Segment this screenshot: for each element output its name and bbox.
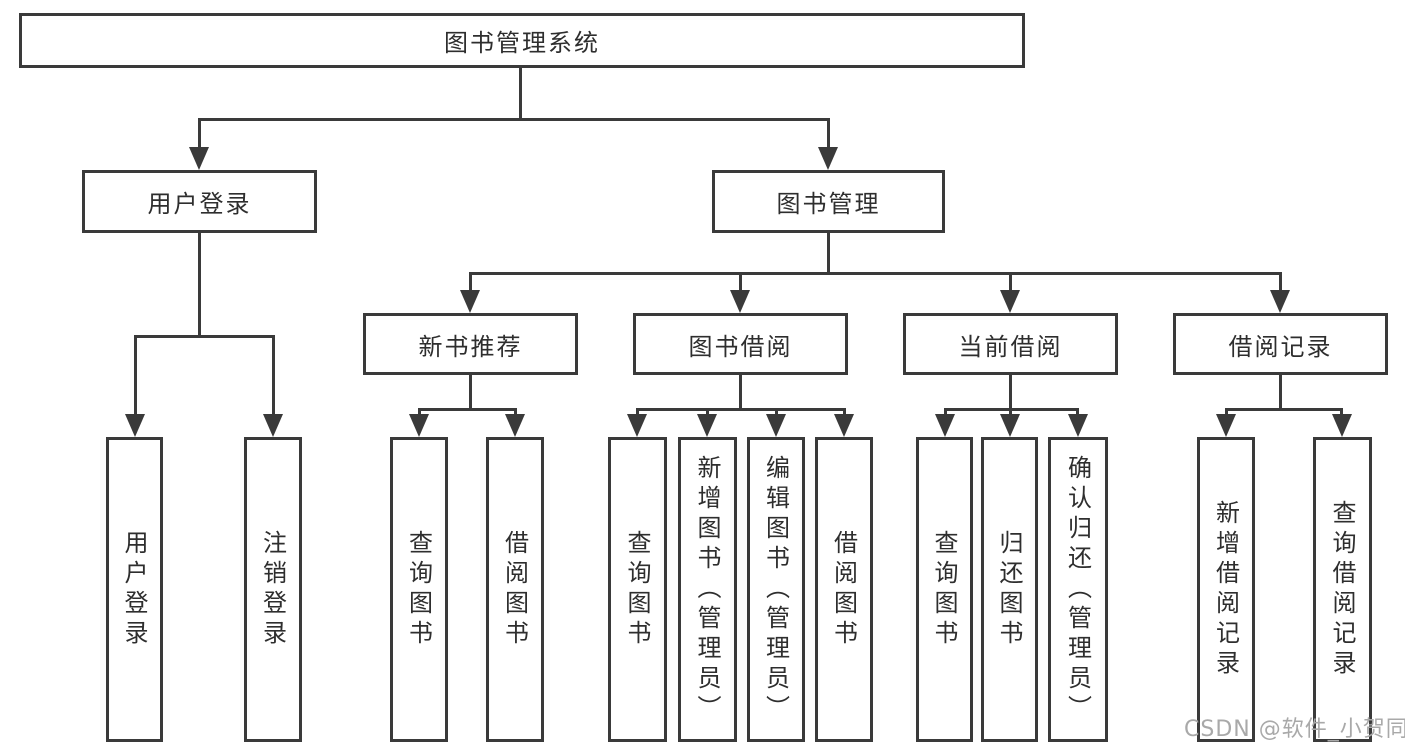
node-leaf-query-books-1: 查询图书: [390, 437, 448, 742]
node-label: 图书管理: [776, 190, 881, 218]
arrow-down-icon: [1332, 414, 1352, 437]
node-leaf-confirm-return-admin: 确认归还（管理员）: [1048, 437, 1108, 742]
node-label: 查询借阅记录: [1328, 499, 1356, 680]
node-leaf-query-books-3: 查询图书: [916, 437, 973, 742]
connector-line: [469, 272, 1282, 275]
node-label: 图书管理系统: [444, 29, 600, 57]
arrow-down-icon: [627, 414, 647, 437]
arrow-down-icon: [935, 414, 955, 437]
arrow-down-icon: [189, 147, 209, 170]
connector-line: [636, 408, 845, 411]
arrow-down-icon: [766, 414, 786, 437]
arrow-down-icon: [125, 414, 145, 437]
node-label: 新书推荐: [418, 332, 523, 361]
arrow-down-icon: [460, 290, 480, 313]
connector-line: [134, 335, 275, 338]
arrow-down-icon: [263, 414, 283, 437]
arrow-down-icon: [1270, 290, 1290, 313]
connector-line: [739, 272, 742, 293]
arrow-down-icon: [505, 414, 525, 437]
node-leaf-query-books-2: 查询图书: [608, 437, 667, 742]
node-leaf-logout: 注销登录: [244, 437, 302, 742]
csdn-watermark: CSDN @软件_小贺同学: [1184, 717, 1405, 742]
node-label: 借阅记录: [1228, 332, 1333, 361]
connector-line: [1009, 375, 1012, 410]
node-label: 新增图书（管理员）: [693, 454, 721, 725]
node-leaf-edit-books-admin: 编辑图书（管理员）: [747, 437, 805, 742]
node-label: 确认归还（管理员）: [1063, 454, 1092, 725]
connector-line: [1279, 272, 1282, 293]
arrow-down-icon: [1068, 414, 1088, 437]
node-user-login-group: 用户登录: [82, 170, 317, 233]
node-library-management-system: 图书管理系统: [19, 13, 1025, 68]
connector-line: [272, 335, 275, 417]
arrow-down-icon: [1000, 414, 1020, 437]
node-label: 新增借阅记录: [1211, 499, 1240, 680]
arrow-down-icon: [697, 414, 717, 437]
arrow-down-icon: [1000, 290, 1020, 313]
node-book-management: 图书管理: [712, 170, 945, 233]
arrow-down-icon: [409, 414, 429, 437]
node-leaf-return-books: 归还图书: [981, 437, 1038, 742]
node-leaf-add-books-admin: 新增图书（管理员）: [678, 437, 737, 742]
node-label: 用户登录: [120, 529, 148, 650]
connector-line: [198, 233, 201, 337]
node-label: 借阅图书: [829, 529, 858, 650]
node-leaf-user-login: 用户登录: [106, 437, 163, 742]
node-label: 注销登录: [258, 529, 287, 650]
connector-line: [1009, 272, 1012, 293]
node-label: 归还图书: [995, 529, 1023, 650]
node-label: 借阅图书: [500, 529, 529, 650]
connector-line: [418, 408, 517, 411]
connector-line: [469, 375, 472, 410]
node-leaf-borrow-books-2: 借阅图书: [815, 437, 873, 742]
node-current-borrow: 当前借阅: [903, 313, 1118, 375]
connector-line: [1279, 375, 1282, 410]
node-label: 查询图书: [930, 529, 958, 650]
node-new-book-recommend: 新书推荐: [363, 313, 578, 375]
node-label: 编辑图书（管理员）: [761, 454, 790, 725]
arrow-down-icon: [730, 290, 750, 313]
connector-line: [469, 272, 472, 293]
connector-line: [198, 118, 830, 121]
connector-line: [827, 233, 830, 275]
node-borrow-records: 借阅记录: [1173, 313, 1388, 375]
arrow-down-icon: [818, 147, 838, 170]
arrow-down-icon: [1216, 414, 1236, 437]
connector-line: [519, 68, 522, 121]
node-book-borrow: 图书借阅: [633, 313, 848, 375]
connector-line: [198, 118, 201, 151]
arrow-down-icon: [834, 414, 854, 437]
connector-line: [1225, 408, 1343, 411]
node-label: 查询图书: [404, 529, 433, 650]
node-leaf-borrow-books-1: 借阅图书: [486, 437, 544, 742]
connector-line: [739, 375, 742, 410]
node-label: 图书借阅: [688, 332, 793, 361]
connector-line: [134, 335, 137, 417]
connector-line: [827, 118, 830, 151]
node-label: 当前借阅: [958, 332, 1063, 361]
node-label: 查询图书: [623, 529, 651, 650]
node-leaf-query-borrow-record: 查询借阅记录: [1313, 437, 1372, 742]
node-leaf-add-borrow-record: 新增借阅记录: [1197, 437, 1255, 742]
node-label: 用户登录: [147, 190, 252, 218]
